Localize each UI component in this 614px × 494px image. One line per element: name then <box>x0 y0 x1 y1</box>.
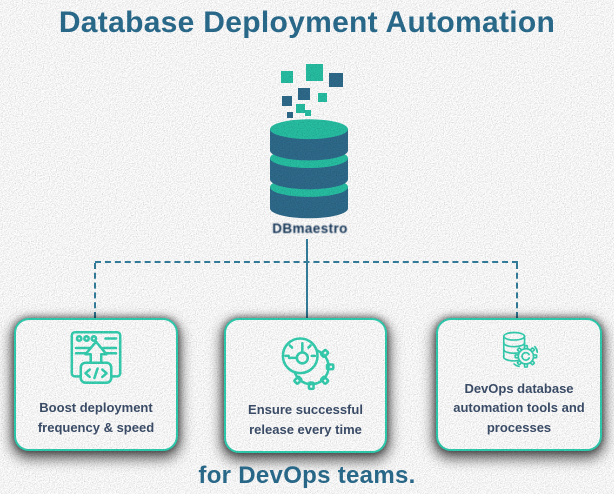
pixel-square <box>306 64 323 81</box>
card-label: DevOps database automation tools and pro… <box>453 380 585 435</box>
footer-tagline: for DevOps teams. <box>198 462 416 489</box>
benefit-card-automation-tools: DevOps database automation tools and pro… <box>436 318 602 451</box>
card-label: Boost deployment frequency & speed <box>37 400 155 435</box>
clock-gear-icon <box>281 337 335 391</box>
page-title: Database Deployment Automation <box>58 6 556 39</box>
connector-vertical-middle <box>306 263 308 318</box>
benefit-card-deployment-speed: Boost deployment frequency & speed <box>14 318 178 451</box>
pixel-square <box>318 93 327 102</box>
database-stack-icon <box>270 119 348 219</box>
connector-vertical-right <box>516 263 518 318</box>
benefit-card-successful-release: Ensure successful release every time <box>224 318 387 453</box>
pixel-square <box>298 88 310 100</box>
pixel-square <box>281 71 293 83</box>
logo-text: DBmaestro <box>272 221 348 236</box>
database-gear-icon <box>502 331 539 368</box>
deployment-window-icon <box>70 330 122 384</box>
card-label: Ensure successful release every time <box>248 402 363 437</box>
pixel-square <box>296 104 305 113</box>
connector-vertical-top <box>306 239 308 263</box>
pixel-square <box>329 73 343 87</box>
pixel-square <box>282 96 292 106</box>
connector-vertical-left <box>94 263 96 318</box>
pixel-square <box>305 110 311 116</box>
